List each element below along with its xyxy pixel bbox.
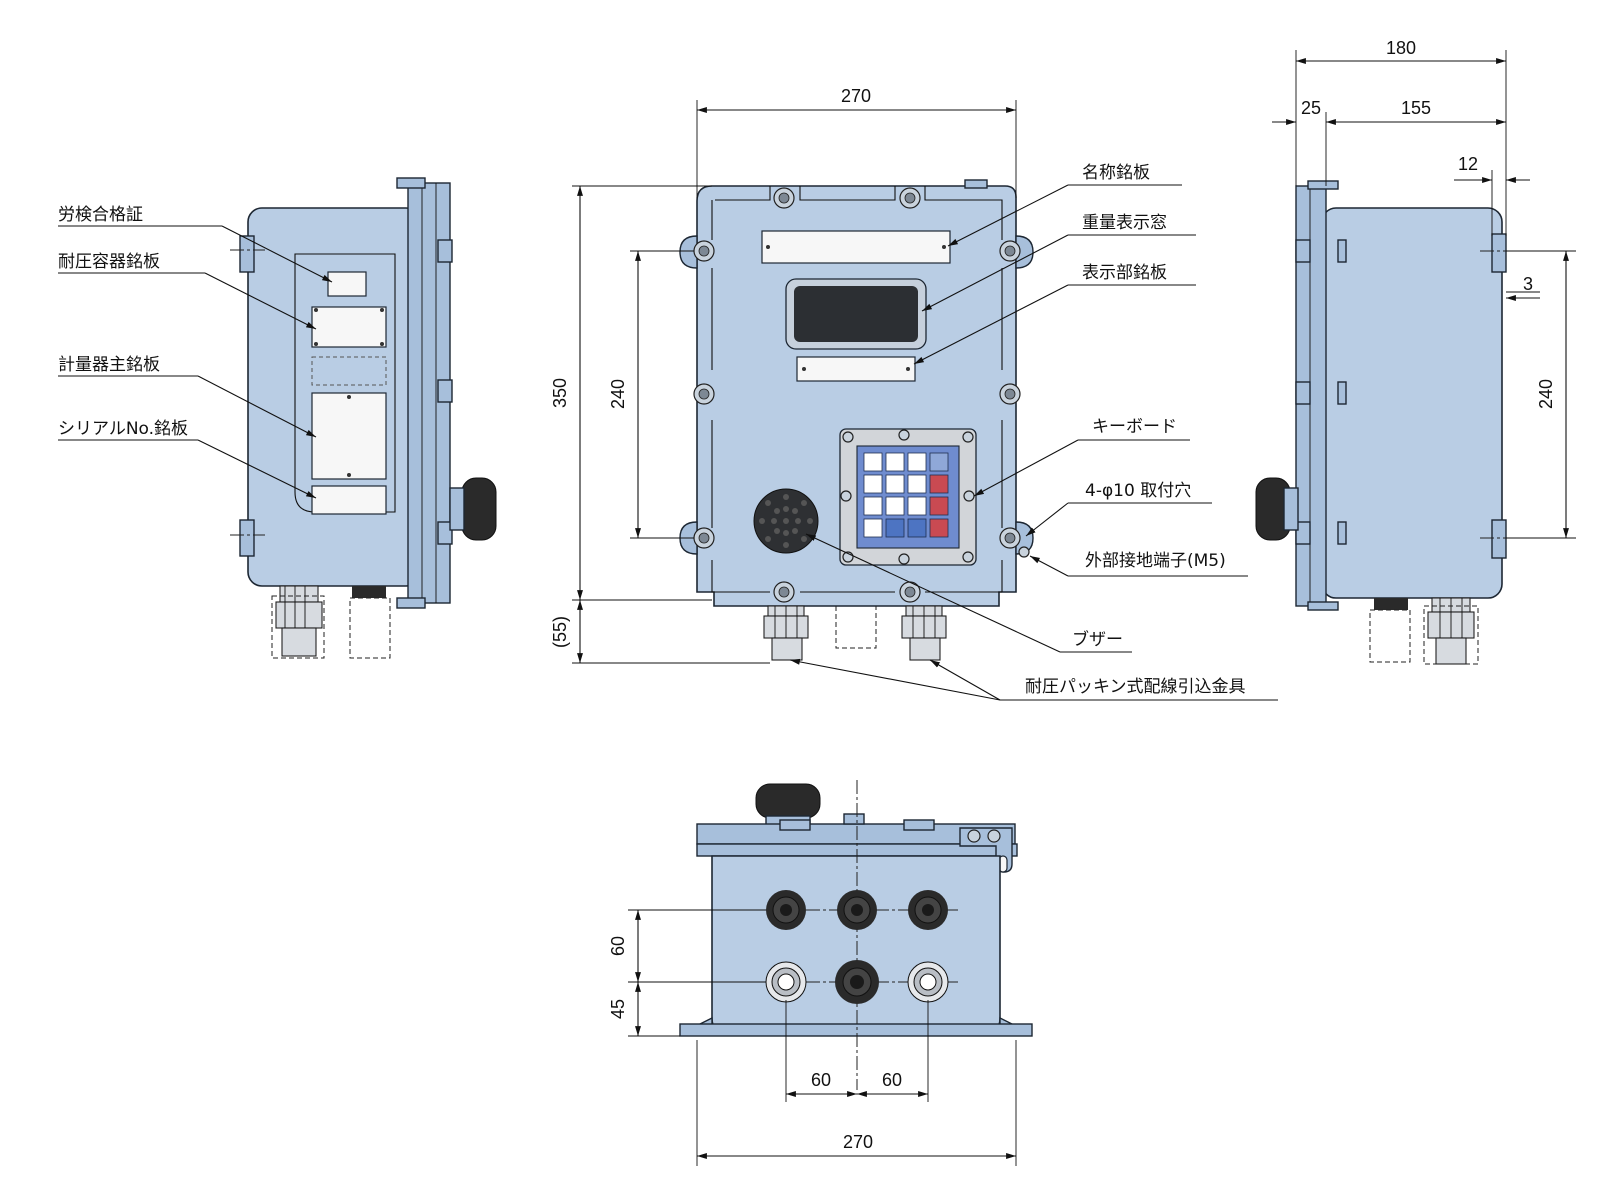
- dim-front-height: 350: [550, 378, 570, 408]
- right-ear-top: [1491, 233, 1507, 273]
- keyboard: [839, 428, 977, 566]
- dim-bottom-edge: 45: [608, 999, 628, 1019]
- right-dimensions: 180 25 155 12 3 240: [1272, 38, 1576, 539]
- bottom-knob: [755, 783, 821, 819]
- left-side-view: [230, 177, 497, 659]
- dim-bottom-row-pitch: 60: [608, 936, 628, 956]
- front-gland-left: [763, 605, 809, 661]
- rouken-plate: [327, 271, 367, 297]
- left-top-hinge: [396, 177, 426, 189]
- dim-side-depth: 180: [1386, 38, 1416, 58]
- front-name-plate: [761, 230, 951, 264]
- label-hyouji: 表示部銘板: [1082, 263, 1167, 283]
- dim-side-lug: 12: [1458, 154, 1478, 174]
- buzzer: [753, 488, 819, 554]
- bottom-gland-lower-left: [765, 961, 807, 1003]
- front-dimensions: 270 350 (55) 240: [550, 86, 1017, 664]
- taiatsu-plate: [311, 306, 387, 348]
- dim-front-hole-pitch: 240: [608, 379, 628, 409]
- label-meishou: 名称銘板: [1082, 163, 1150, 183]
- bottom-gland-upper-right: [908, 890, 948, 930]
- dim-side-offset: 3: [1523, 274, 1533, 294]
- front-gland-right: [901, 605, 947, 661]
- dim-side-body: 155: [1401, 98, 1431, 118]
- front-bolts: [693, 187, 1021, 603]
- bottom-body: [711, 855, 1001, 1035]
- front-gland-hidden: [835, 606, 877, 649]
- right-side-view: [1255, 180, 1520, 665]
- left-gland-hidden: [349, 586, 391, 659]
- dim-front-gland: (55): [550, 616, 570, 648]
- serial-plate: [311, 485, 387, 515]
- bottom-gland-lower-right: [907, 961, 949, 1003]
- label-serial: シリアルNo.銘板: [58, 419, 188, 439]
- left-leaders: 労検合格証 耐圧容器銘板 計量器主銘板 シリアルNo.銘板: [58, 205, 333, 499]
- dim-side-hole-pitch: 240: [1536, 379, 1556, 409]
- bottom-gland-upper-left: [766, 890, 806, 930]
- display-name-plate: [796, 356, 916, 382]
- bottom-view: [679, 780, 1033, 1090]
- bottom-gland-upper-center: [837, 890, 877, 930]
- label-ground: 外部接地端子(M5): [1085, 551, 1226, 571]
- right-gland-solid: [1423, 597, 1479, 665]
- bottom-gland-lower-center: [835, 960, 879, 1004]
- front-view: [679, 179, 1034, 661]
- left-gland-solid: [275, 585, 323, 657]
- ground-terminal: [1018, 546, 1030, 558]
- keiryouki-plate: [311, 392, 387, 480]
- right-gland-hidden: [1369, 598, 1411, 663]
- label-juuryou: 重量表示窓: [1082, 213, 1167, 233]
- right-body: [1321, 207, 1503, 599]
- left-gland-dashed-1: [271, 595, 325, 659]
- dim-bottom-pitch-right: 60: [882, 1070, 902, 1090]
- label-keyboard: キーボード: [1092, 417, 1177, 437]
- dim-bottom-pitch-left: 60: [811, 1070, 831, 1090]
- ear-tl: [679, 235, 698, 269]
- label-mounting-holes: 4-φ10 取付穴: [1085, 481, 1191, 501]
- bottom-dimensions: 60 45 60 60 270: [608, 909, 1017, 1166]
- display-window: [794, 286, 918, 342]
- label-keiryouki: 計量器主銘板: [58, 355, 160, 375]
- label-buzzer: ブザー: [1072, 629, 1123, 650]
- dim-front-width: 270: [841, 86, 871, 106]
- front-leaders: 名称銘板 重量表示窓 表示部銘板 キーボード 4-φ10 取付穴 外部接地端子(…: [789, 163, 1278, 701]
- dim-side-flange: 25: [1301, 98, 1321, 118]
- label-rouken: 労検合格証: [58, 205, 143, 225]
- dim-bottom-width: 270: [843, 1132, 873, 1152]
- left-bottom-hinge: [396, 597, 426, 609]
- bottom-feet: [679, 1023, 1033, 1037]
- label-gland: 耐圧パッキン式配線引込金具: [1025, 677, 1246, 697]
- right-ear-bottom: [1491, 519, 1507, 559]
- label-taiatsu: 耐圧容器銘板: [58, 252, 160, 272]
- left-knob: [461, 477, 497, 541]
